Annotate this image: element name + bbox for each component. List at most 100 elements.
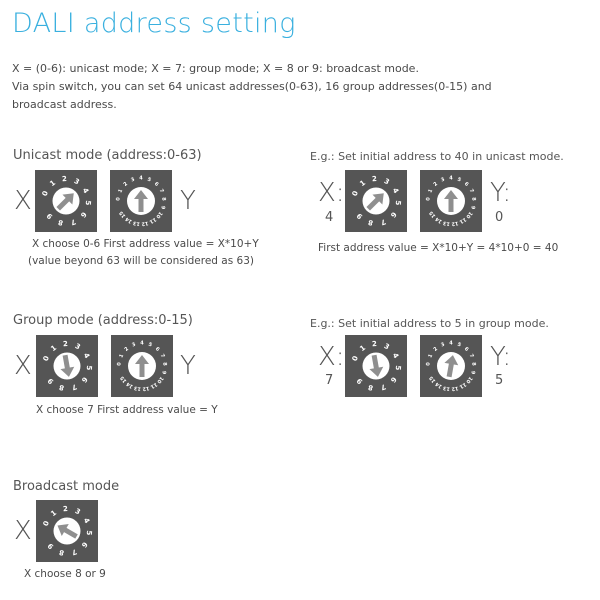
svg-text:4: 4 — [449, 176, 453, 182]
svg-text:8: 8 — [161, 362, 167, 367]
svg-text:8: 8 — [367, 383, 374, 392]
svg-text:2: 2 — [432, 346, 439, 353]
intro-line-2: Via spin switch, you can set 64 unicast … — [12, 80, 492, 93]
svg-text:9: 9 — [160, 370, 167, 376]
svg-text:12: 12 — [140, 220, 148, 227]
svg-text:8: 8 — [160, 197, 166, 202]
svg-text:6: 6 — [80, 375, 89, 384]
group-caption: X choose 7 First address value = Y — [36, 404, 218, 416]
group-x-label: X — [14, 351, 32, 381]
svg-text:3: 3 — [74, 342, 82, 351]
svg-text:13: 13 — [132, 219, 141, 226]
svg-text:6: 6 — [79, 210, 88, 219]
svg-text:7: 7 — [69, 217, 76, 226]
svg-text:15: 15 — [118, 209, 127, 219]
svg-text:15: 15 — [428, 374, 437, 384]
svg-text:4: 4 — [140, 341, 144, 347]
svg-text:0: 0 — [116, 362, 122, 367]
svg-text:0: 0 — [42, 520, 51, 527]
svg-text:10: 10 — [154, 210, 163, 220]
svg-text:5: 5 — [456, 177, 462, 184]
svg-text:14: 14 — [434, 380, 444, 389]
svg-text:4: 4 — [139, 176, 143, 182]
unicast-example-y-label: Y: — [490, 178, 512, 208]
unicast-example-y-value: 0 — [495, 210, 504, 225]
svg-text:6: 6 — [153, 181, 160, 188]
unicast-example-title: E.g.: Set initial address to 40 in unica… — [310, 150, 564, 163]
svg-text:8: 8 — [58, 383, 65, 392]
svg-text:7: 7 — [468, 353, 475, 359]
svg-text:1: 1 — [49, 509, 58, 518]
svg-text:13: 13 — [442, 384, 451, 391]
svg-text:12: 12 — [450, 220, 458, 227]
svg-text:5: 5 — [85, 365, 93, 371]
unicast-example-caption: First address value = X*10+Y = 4*10+0 = … — [318, 242, 559, 254]
svg-text:7: 7 — [468, 188, 475, 194]
svg-text:8: 8 — [58, 548, 65, 557]
svg-text:2: 2 — [432, 181, 439, 188]
svg-text:4: 4 — [391, 352, 400, 360]
svg-text:1: 1 — [117, 188, 124, 194]
svg-text:9: 9 — [469, 205, 476, 211]
svg-text:9: 9 — [469, 370, 476, 376]
svg-text:5: 5 — [394, 200, 402, 206]
svg-text:12: 12 — [450, 385, 458, 392]
svg-text:6: 6 — [389, 375, 398, 384]
svg-text:5: 5 — [147, 342, 153, 349]
unicast-caption-2: (value beyond 63 will be considered as 6… — [28, 255, 254, 267]
svg-text:10: 10 — [464, 375, 473, 385]
svg-text:7: 7 — [379, 217, 386, 226]
intro-line-1: X = (0-6): unicast mode; X = 7: group mo… — [12, 62, 419, 75]
group-example-y-value: 5 — [495, 373, 504, 388]
svg-text:1: 1 — [118, 353, 125, 359]
svg-text:7: 7 — [159, 353, 166, 359]
svg-text:7: 7 — [158, 188, 165, 194]
svg-text:11: 11 — [149, 381, 159, 390]
svg-text:1: 1 — [427, 188, 434, 194]
svg-text:5: 5 — [85, 530, 93, 536]
svg-text:0: 0 — [425, 362, 431, 367]
svg-text:15: 15 — [428, 209, 437, 219]
svg-text:11: 11 — [458, 216, 468, 225]
broadcast-section-title: Broadcast mode — [13, 479, 120, 494]
unicast-caption-1: X choose 0-6 First address value = X*10+… — [32, 238, 259, 250]
svg-text:14: 14 — [434, 215, 444, 224]
svg-text:2: 2 — [63, 505, 69, 513]
svg-text:9: 9 — [46, 541, 55, 550]
broadcast-x-label: X — [14, 516, 32, 546]
unicast-section-title: Unicast mode (address:0-63) — [13, 148, 202, 163]
unicast-y-label: Y — [180, 186, 196, 216]
svg-text:3: 3 — [73, 177, 81, 186]
svg-text:8: 8 — [57, 218, 64, 227]
svg-text:2: 2 — [62, 175, 68, 183]
svg-text:7: 7 — [70, 382, 77, 391]
svg-text:5: 5 — [146, 177, 152, 184]
svg-text:9: 9 — [46, 376, 55, 385]
svg-text:7: 7 — [70, 547, 77, 556]
svg-text:1: 1 — [358, 179, 367, 188]
svg-text:3: 3 — [440, 341, 446, 348]
svg-text:1: 1 — [49, 344, 58, 353]
svg-text:0: 0 — [351, 190, 360, 197]
svg-text:12: 12 — [141, 385, 149, 392]
svg-text:14: 14 — [124, 215, 134, 224]
svg-text:2: 2 — [372, 175, 378, 183]
unicast-example-x-value: 4 — [325, 210, 334, 225]
svg-text:6: 6 — [389, 210, 398, 219]
svg-text:0: 0 — [351, 355, 360, 362]
svg-text:4: 4 — [449, 341, 453, 347]
svg-text:14: 14 — [125, 380, 135, 389]
svg-text:9: 9 — [45, 211, 54, 220]
svg-text:4: 4 — [81, 187, 90, 195]
svg-text:6: 6 — [154, 346, 161, 353]
svg-text:15: 15 — [119, 374, 128, 384]
